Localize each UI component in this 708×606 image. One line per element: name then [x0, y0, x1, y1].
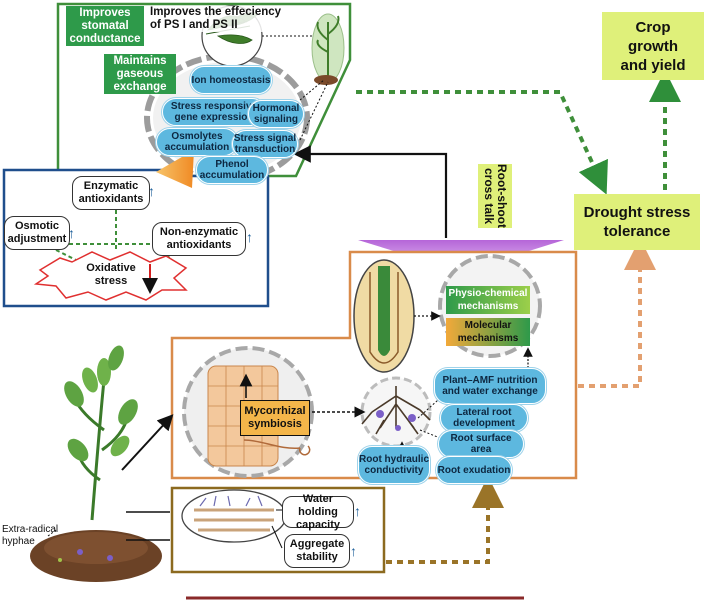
root-surface-pill: Root surface area — [438, 430, 524, 458]
improves-stomatal-label: Improves stomatal conductance — [66, 6, 144, 46]
ion-homeostasis-pill: Ion homeostasis — [190, 66, 272, 94]
oxidative-stress-label: Oxidative stress — [86, 262, 136, 287]
aggregate-up-arrow: ↑ — [350, 543, 357, 559]
aggregate-box: Aggregate stability — [284, 534, 350, 568]
root-exudation-pill: Root exudation — [436, 456, 512, 484]
drought-stress-box: Drought stress tolerance — [574, 194, 700, 250]
lateral-root-pill: Lateral root development — [440, 404, 528, 432]
osmotic-box: Osmotic adjustment — [4, 216, 70, 250]
enzymatic-up-arrow: ↑ — [148, 183, 155, 199]
soybean-plant-icon — [30, 345, 162, 582]
extra-radical-hyphae-label: Extra-radical hyphae — [2, 524, 59, 547]
root-hydraulic-pill: Root hydraulic conductivity — [358, 446, 430, 484]
molecular-box: Molecular mechanisms — [446, 318, 530, 346]
root-shoot-label: Root-shoot cross talk — [478, 164, 512, 228]
mycorrhizal-box: Mycorrhizal symbiosis — [240, 400, 310, 436]
maintains-gaseous-label: Maintains gaseous exchange — [104, 54, 176, 94]
nonenzymatic-box: Non-enzymatic antioxidants — [152, 222, 246, 256]
physio-chemical-box: Physio-chemical mechanisms — [446, 286, 530, 314]
osmolytes-pill: Osmolytes accumulation — [156, 128, 238, 156]
crop-growth-label: Crop growth and yield — [620, 18, 686, 74]
improves-efficiency-label: Improves the effeciency of PS I and PS I… — [150, 6, 288, 32]
crop-growth-box: Crop growth and yield — [602, 12, 704, 80]
hormonal-signaling-pill: Hormonal signaling — [248, 100, 304, 128]
root-system-icon — [361, 386, 431, 435]
water-holding-box: Water holding capacity — [282, 493, 354, 531]
nonenzymatic-up-arrow: ↑ — [246, 229, 253, 245]
enzymatic-box: Enzymatic antioxidants — [72, 176, 150, 210]
stress-gene-pill: Stress responsive gene expression — [162, 98, 266, 126]
phenol-pill: Phenol accumulation — [196, 156, 268, 184]
water-holding-up-arrow: ↑ — [354, 503, 361, 519]
orange-triangle — [156, 150, 194, 188]
stress-signal-pill: Stress signal transduction — [232, 130, 298, 158]
soil-aggregate-ellipse — [181, 489, 287, 543]
plant-amf-pill: Plant–AMF nutrition and water exchange — [434, 368, 546, 404]
osmotic-up-arrow: ↑ — [68, 225, 75, 241]
